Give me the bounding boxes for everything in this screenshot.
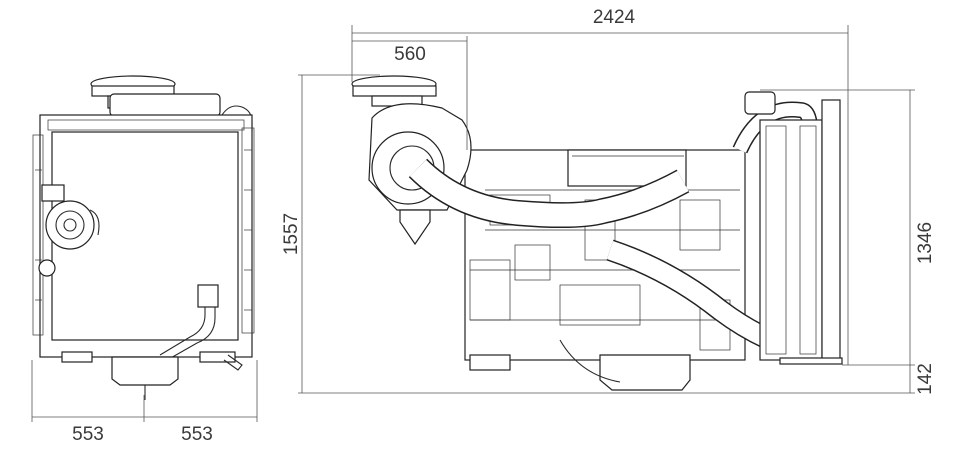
side-view bbox=[351, 75, 843, 391]
side-dimensions bbox=[298, 25, 915, 394]
oil-sump bbox=[111, 356, 179, 386]
dim-overall-length: 2424 bbox=[593, 7, 636, 28]
front-view bbox=[32, 75, 255, 400]
dim-half-width-right: 553 bbox=[181, 424, 213, 445]
side-air-filter bbox=[351, 75, 472, 246]
front-dimensions bbox=[31, 360, 258, 422]
dim-radiator-height: 1346 bbox=[915, 222, 936, 264]
dim-air-filter-offset: 560 bbox=[394, 44, 426, 65]
dim-base-height: 142 bbox=[915, 363, 936, 395]
dim-half-width-left: 553 bbox=[72, 424, 104, 445]
side-radiator bbox=[759, 119, 823, 361]
dim-overall-height: 1557 bbox=[281, 213, 302, 255]
expansion-tank bbox=[109, 93, 221, 117]
side-oil-pan bbox=[599, 354, 691, 391]
front-turbo bbox=[41, 184, 100, 250]
